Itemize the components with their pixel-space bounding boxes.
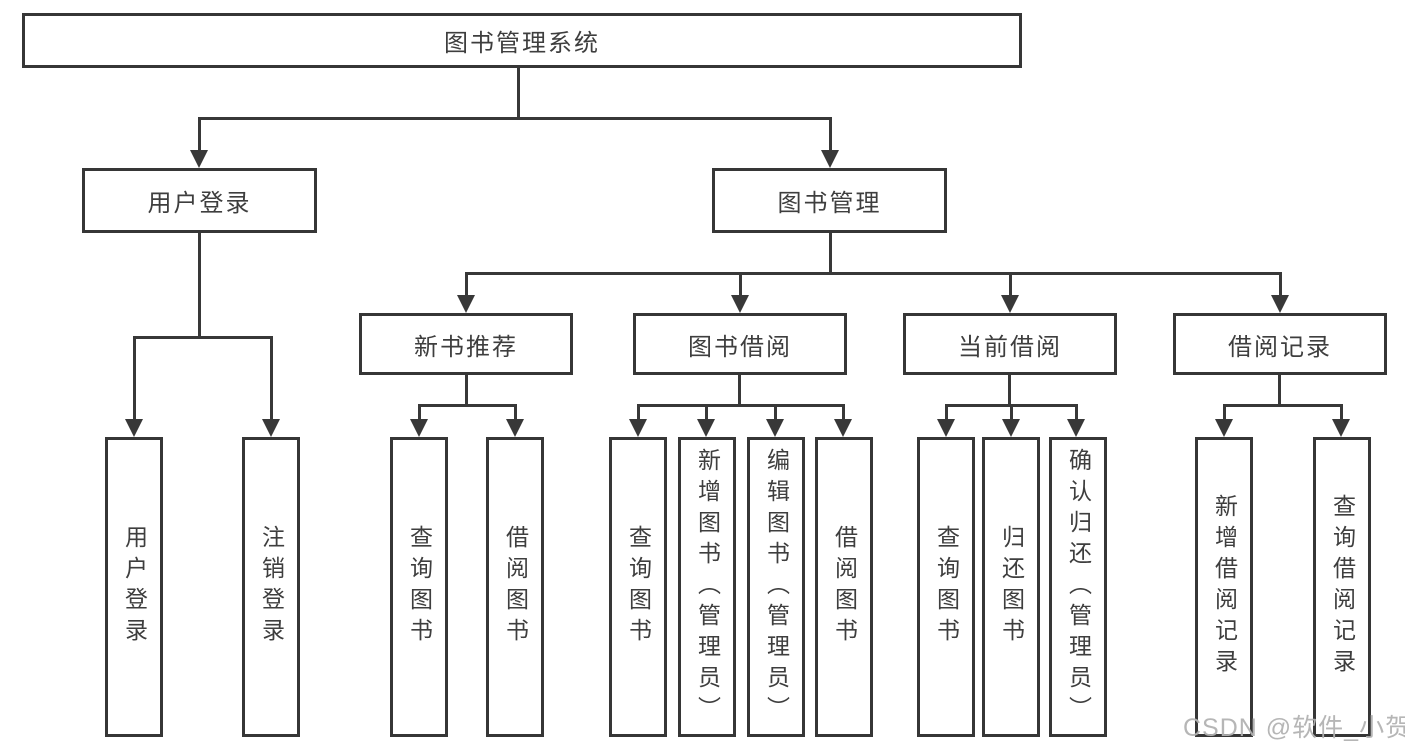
node-label: 图书借阅	[688, 333, 792, 361]
connector-line	[198, 233, 201, 337]
arrow-down-icon	[1332, 419, 1350, 437]
arrow-down-icon	[1067, 419, 1085, 437]
arrow-down-icon	[1002, 419, 1020, 437]
connector-line	[418, 404, 517, 407]
connector-line	[1223, 404, 1226, 423]
connector-line	[945, 404, 948, 423]
node-label: 图书管理系统	[444, 30, 600, 57]
arrow-down-icon	[937, 419, 955, 437]
leaf-current-return-book: 归还图书	[982, 437, 1040, 737]
watermark: CSDN @软件_小贺同学	[1183, 714, 1405, 742]
leaf-current-confirm-return-admin: 确认归还（管理员）	[1049, 437, 1107, 737]
arrow-down-icon	[731, 295, 749, 313]
leaf-recommend-borrow-book: 借阅图书	[486, 437, 544, 737]
connector-line	[637, 404, 845, 407]
leaf-borrow-query-book: 查询图书	[609, 437, 667, 737]
connector-line	[829, 117, 832, 154]
leaf-label: 新增借阅记录	[1211, 494, 1238, 680]
leaf-borrow-add-book-admin: 新增图书（管理员）	[678, 437, 736, 737]
node-label: 新书推荐	[414, 333, 518, 361]
connector-line	[1340, 404, 1343, 423]
connector-line	[1009, 272, 1012, 300]
node-current-borrow: 当前借阅	[903, 313, 1117, 375]
leaf-user-login: 用户登录	[105, 437, 163, 737]
connector-line	[1010, 404, 1013, 423]
connector-line	[1279, 272, 1282, 300]
connector-line	[738, 375, 741, 407]
node-book-management: 图书管理	[712, 168, 947, 233]
leaf-label: 查询借阅记录	[1329, 494, 1356, 680]
connector-line	[705, 404, 708, 423]
node-root: 图书管理系统	[22, 13, 1022, 68]
leaf-label: 借阅图书	[502, 525, 529, 649]
leaf-borrow-edit-book-admin: 编辑图书（管理员）	[747, 437, 805, 737]
connector-line	[198, 117, 201, 154]
connector-line	[465, 375, 468, 407]
node-label: 用户登录	[147, 190, 252, 217]
arrow-down-icon	[834, 419, 852, 437]
arrow-down-icon	[629, 419, 647, 437]
arrow-down-icon	[697, 419, 715, 437]
connector-line	[842, 404, 845, 423]
arrow-down-icon	[190, 150, 208, 168]
leaf-label: 查询图书	[625, 525, 652, 649]
node-label: 图书管理	[777, 190, 882, 217]
arrow-down-icon	[821, 150, 839, 168]
connector-line	[1223, 404, 1343, 407]
connector-line	[1278, 375, 1281, 407]
connector-line	[198, 117, 832, 120]
connector-line	[637, 404, 640, 423]
connector-line	[514, 404, 517, 423]
connector-line	[133, 336, 136, 422]
leaf-records-query-record: 查询借阅记录	[1313, 437, 1371, 737]
arrow-down-icon	[1215, 419, 1233, 437]
connector-line	[465, 272, 468, 300]
leaf-label: 编辑图书（管理员）	[763, 447, 790, 727]
node-new-book-recommend: 新书推荐	[359, 313, 573, 375]
node-user-login: 用户登录	[82, 168, 317, 233]
leaf-label: 确认归还（管理员）	[1065, 447, 1092, 727]
arrow-down-icon	[262, 419, 280, 437]
arrow-down-icon	[125, 419, 143, 437]
connector-line	[1075, 404, 1078, 423]
leaf-recommend-query-book: 查询图书	[390, 437, 448, 737]
arrow-down-icon	[410, 419, 428, 437]
leaf-label: 新增图书（管理员）	[694, 447, 721, 727]
node-borrow-records: 借阅记录	[1173, 313, 1387, 375]
leaf-records-add-record: 新增借阅记录	[1195, 437, 1253, 737]
leaf-label: 注销登录	[258, 525, 285, 649]
leaf-borrow-borrow-book: 借阅图书	[815, 437, 873, 737]
arrow-down-icon	[457, 295, 475, 313]
connector-line	[133, 336, 273, 339]
leaf-label: 借阅图书	[831, 525, 858, 649]
leaf-label: 查询图书	[406, 525, 433, 649]
connector-line	[829, 233, 832, 275]
connector-line	[270, 336, 273, 422]
connector-line	[1008, 375, 1011, 407]
connector-line	[517, 68, 520, 118]
leaf-logout-login: 注销登录	[242, 437, 300, 737]
node-label: 借阅记录	[1228, 333, 1332, 361]
arrow-down-icon	[1271, 295, 1289, 313]
leaf-label: 用户登录	[121, 525, 148, 649]
leaf-label: 归还图书	[998, 525, 1025, 649]
node-label: 当前借阅	[958, 333, 1062, 361]
connector-line	[418, 404, 421, 423]
arrow-down-icon	[766, 419, 784, 437]
arrow-down-icon	[1001, 295, 1019, 313]
connector-line	[774, 404, 777, 423]
leaf-current-query-book: 查询图书	[917, 437, 975, 737]
connector-line	[739, 272, 742, 300]
leaf-label: 查询图书	[933, 525, 960, 649]
arrow-down-icon	[506, 419, 524, 437]
node-book-borrow: 图书借阅	[633, 313, 847, 375]
connector-line	[465, 272, 1281, 275]
